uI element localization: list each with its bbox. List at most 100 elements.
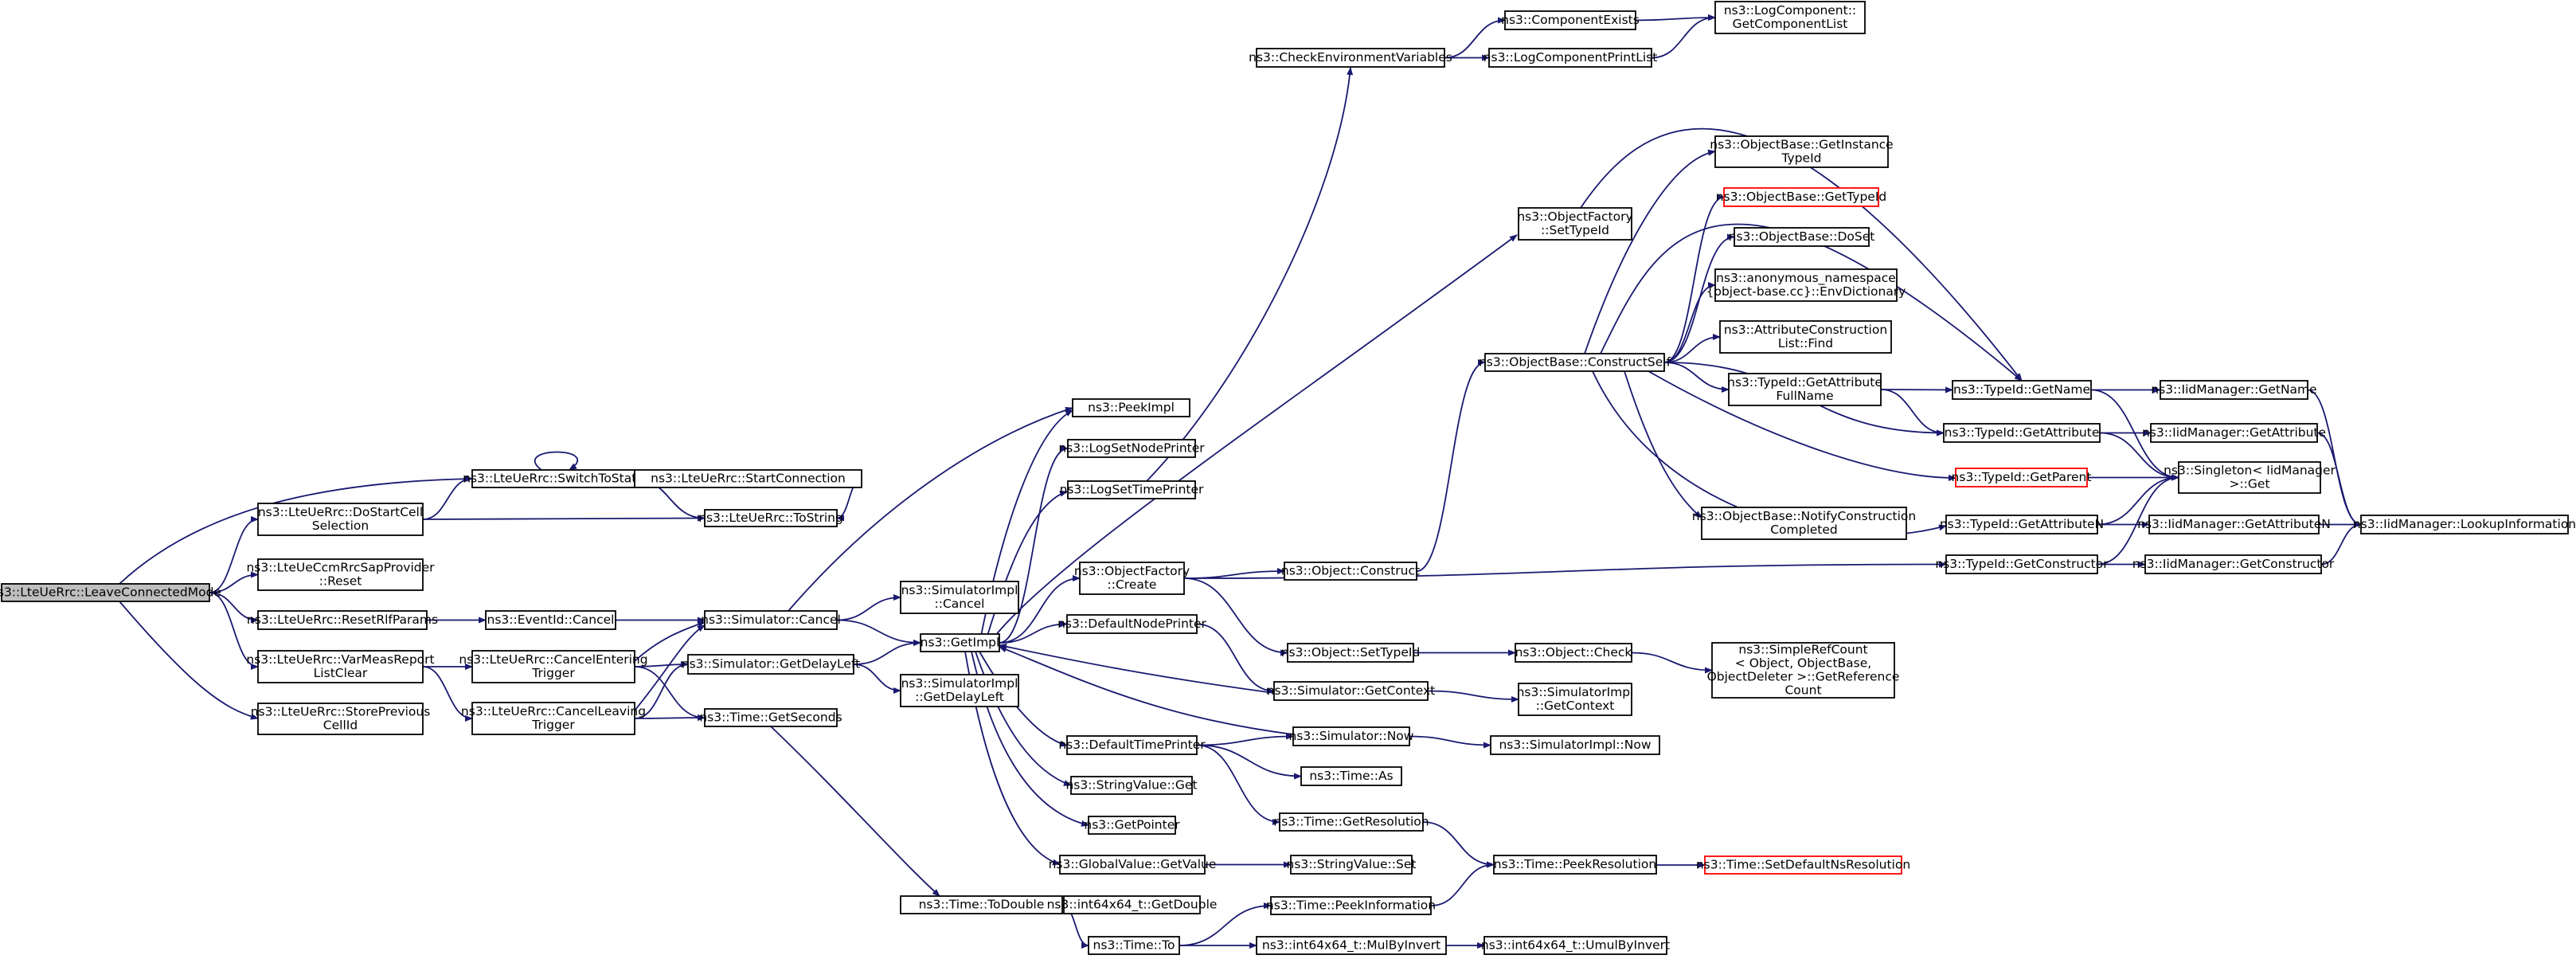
graph-node-ns3-objectfactory-create[interactable]: ns3::ObjectFactory::Create <box>1074 562 1190 595</box>
graph-node-ns3-object-settypeid[interactable]: ns3::Object::SetTypeId <box>1281 643 1421 663</box>
call-edge <box>1427 690 1519 703</box>
graph-node-ns3-iidmanager-getattributen[interactable]: ns3::IidManager::GetAttributeN <box>2137 515 2331 534</box>
graph-node-ns3-time-to[interactable]: ns3::Time::To <box>1088 936 1180 955</box>
graph-node-ns3-lteuerrc-resetrlfparams[interactable]: ns3::LteUeRrc::ResetRlfParams <box>247 610 438 630</box>
graph-node-ns3-simulator-now[interactable]: ns3::Simulator::Now <box>1289 726 1414 746</box>
graph-node-ns3-typeid-getname[interactable]: ns3::TypeId::GetName <box>1952 380 2092 400</box>
graph-node-ns3-objectbase-notifyconstruction-completed[interactable]: ns3::ObjectBase::NotifyConstructionCompl… <box>1692 507 1916 540</box>
graph-node-ns3-typeid-getconstructor[interactable]: ns3::TypeId::GetConstructor <box>1935 554 2109 574</box>
graph-node-ns3-globalvalue-getvalue[interactable]: ns3::GlobalValue::GetValue <box>1049 855 1217 875</box>
graph-node-ns3-int64x64-t-getdouble[interactable]: ns3::int64x64_t::GetDouble <box>1047 895 1218 914</box>
graph-node-ns3-simulatorimpl-now[interactable]: ns3::SimulatorImpl::Now <box>1490 735 1660 755</box>
node-label: ns3::TypeId::GetParent <box>1952 470 2092 484</box>
graph-node-ns3-stringvalue-set[interactable]: ns3::StringValue::Set <box>1287 855 1417 875</box>
graph-node-ns3-simplerefcount-object-objectbase-objectdeleter-getreference-count[interactable]: ns3::SimpleRefCount< Object, ObjectBase,… <box>1707 642 1900 699</box>
node-label: ns3::SimulatorImpl::Now <box>1499 738 1651 752</box>
graph-node-ns3-objectbase-doset[interactable]: ns3::ObjectBase::DoSet <box>1729 227 1875 247</box>
graph-node-ns3-iidmanager-lookupinformation[interactable]: ns3::IidManager::LookupInformation <box>2353 515 2576 534</box>
node-label: ns3::TypeId::GetAttributeN <box>1940 517 2104 531</box>
graph-node-ns3-object-construct[interactable]: ns3::Object::Construct <box>1281 562 1420 581</box>
graph-node-ns3-iidmanager-getconstructor[interactable]: ns3::IidManager::GetConstructor <box>2132 554 2335 574</box>
graph-node-ns3-logcomponent-getcomponentlist[interactable]: ns3::LogComponent::GetComponentList <box>1714 1 1866 34</box>
graph-node-ns3-time-setdefaultnsresolution[interactable]: ns3::Time::SetDefaultNsResolution <box>1696 855 1910 875</box>
node-label: ns3::TypeId::GetAttribute <box>1945 425 2100 440</box>
node-box <box>1 583 210 602</box>
node-label: < Object, ObjectBase, <box>1735 656 1871 671</box>
call-edge <box>1880 389 1945 436</box>
graph-node-ns3-objectbase-gettypeid[interactable]: ns3::ObjectBase::GetTypeId <box>1716 187 1887 207</box>
graph-node-ns3-int64x64-t-umulbyinvert[interactable]: ns3::int64x64_t::UmulByInvert <box>1481 936 1670 955</box>
call-edge <box>2316 432 2362 528</box>
graph-node-ns3-lteuerrc-leaveconnectedmode[interactable]: ns3::LteUeRrc::LeaveConnectedMode <box>0 583 221 602</box>
graph-node-ns3-time-as[interactable]: ns3::Time::As <box>1300 766 1402 786</box>
graph-node-ns3-object-check[interactable]: ns3::Object::Check <box>1515 643 1632 663</box>
graph-node-ns3-simulator-getcontext[interactable]: ns3::Simulator::GetContext <box>1267 681 1436 701</box>
graph-node-ns3-logsetnodeprinter[interactable]: ns3::LogSetNodePrinter <box>1058 439 1205 458</box>
graph-node-ns3-eventid-cancel[interactable]: ns3::EventId::Cancel <box>485 610 616 630</box>
node-box <box>2148 515 2320 534</box>
graph-node-ns3-lteueccmrrcsapprovider-reset[interactable]: ns3::LteUeCcmRrcSapProvider::Reset <box>246 558 435 591</box>
graph-node-ns3-simulatorimpl-cancel[interactable]: ns3::SimulatorImpl::Cancel <box>900 581 1019 614</box>
graph-node-ns3-logcomponentprintlist[interactable]: ns3::LogComponentPrintList <box>1483 48 1658 68</box>
node-box <box>1070 776 1193 795</box>
graph-node-ns3-anonymous-namespace-object-base-cc-envdictionary[interactable]: ns3::anonymous_namespace{object-base.cc}… <box>1706 268 1906 302</box>
graph-node-ns3-lteuerrc-startconnection[interactable]: ns3::LteUeRrc::StartConnection <box>634 469 862 488</box>
graph-node-ns3-defaulttimeprinter[interactable]: ns3::DefaultTimePrinter <box>1058 735 1206 755</box>
graph-node-ns3-checkenvironmentvariables[interactable]: ns3::CheckEnvironmentVariables <box>1249 48 1452 68</box>
graph-node-ns3-time-peekresolution[interactable]: ns3::Time::PeekResolution <box>1493 855 1657 875</box>
graph-node-ns3-typeid-getattributen[interactable]: ns3::TypeId::GetAttributeN <box>1940 515 2104 534</box>
graph-node-ns3-time-peekinformation[interactable]: ns3::Time::PeekInformation <box>1266 896 1436 915</box>
call-edge <box>2097 474 2179 526</box>
node-label: ns3::AttributeConstruction <box>1724 323 1887 337</box>
graph-node-ns3-typeid-getparent[interactable]: ns3::TypeId::GetParent <box>1952 468 2092 487</box>
graph-node-ns3-getimpl[interactable]: ns3::GetImpl <box>920 633 1000 652</box>
graph-node-ns3-int64x64-t-mulbyinvert[interactable]: ns3::int64x64_t::MulByInvert <box>1256 936 1447 955</box>
graph-node-ns3-simulatorimpl-getdelayleft[interactable]: ns3::SimulatorImpl::GetDelayLeft <box>900 674 1019 707</box>
node-label: >::Get <box>2229 477 2269 491</box>
node-label: ::GetContext <box>1536 699 1615 713</box>
graph-node-ns3-objectfactory-settypeid[interactable]: ns3::ObjectFactory::SetTypeId <box>1517 207 1633 241</box>
node-box <box>1701 507 1907 540</box>
node-box <box>704 509 838 527</box>
node-label: ns3::TypeId::GetConstructor <box>1935 557 2109 571</box>
call-edge <box>975 651 1072 786</box>
node-box <box>1515 643 1632 663</box>
graph-node-ns3-time-getseconds[interactable]: ns3::Time::GetSeconds <box>699 708 842 727</box>
graph-node-ns3-defaultnodeprinter[interactable]: ns3::DefaultNodePrinter <box>1057 614 1207 634</box>
call-edge <box>1196 733 1294 746</box>
graph-node-ns3-typeid-getattribute[interactable]: ns3::TypeId::GetAttribute <box>1943 423 2101 443</box>
graph-node-ns3-simulatorimpl-getcontext[interactable]: ns3::SimulatorImpl::GetContext <box>1517 683 1634 716</box>
node-label: ns3::StringValue::Get <box>1065 778 1197 793</box>
graph-node-ns3-time-todouble[interactable]: ns3::Time::ToDouble <box>900 895 1063 914</box>
graph-node-ns3-iidmanager-getname[interactable]: ns3::IidManager::GetName <box>2151 380 2317 400</box>
graph-node-ns3-time-getresolution[interactable]: ns3::Time::GetResolution <box>1273 812 1429 832</box>
node-box <box>1066 735 1198 755</box>
node-label: ns3::EventId::Cancel <box>487 613 615 627</box>
graph-node-ns3-objectbase-constructself[interactable]: ns3::ObjectBase::ConstructSelf <box>1479 353 1671 372</box>
graph-node-ns3-logsettimeprinter[interactable]: ns3::LogSetTimePrinter <box>1060 480 1204 499</box>
node-box <box>1704 855 1902 875</box>
node-box <box>1484 353 1665 372</box>
node-label: ns3::TypeId::GetName <box>1953 382 2090 397</box>
graph-node-ns3-simulator-cancel[interactable]: ns3::Simulator::Cancel <box>701 610 841 630</box>
graph-node-ns3-peekimpl[interactable]: ns3::PeekImpl <box>1072 398 1190 417</box>
node-box <box>1518 207 1632 241</box>
graph-node-ns3-stringvalue-get[interactable]: ns3::StringValue::Get <box>1065 776 1198 795</box>
graph-node-ns3-componentexists[interactable]: ns3::ComponentExists <box>1501 10 1640 30</box>
node-label: ns3::int64x64_t::UmulByInvert <box>1481 938 1670 953</box>
graph-node-ns3-getpointer[interactable]: ns3::GetPointer <box>1084 816 1180 835</box>
graph-node-ns3-simulator-getdelayleft[interactable]: ns3::Simulator::GetDelayLeft <box>682 654 860 675</box>
graph-node-ns3-singleton-iidmanager-get[interactable]: ns3::Singleton< IidManager>::Get <box>2164 461 2336 494</box>
graph-node-ns3-lteuerrc-tostring[interactable]: ns3::LteUeRrc::ToString <box>698 509 843 527</box>
graph-node-ns3-lteuerrc-switchtostate[interactable]: ns3::LteUeRrc::SwitchToState <box>463 469 644 488</box>
node-box <box>1719 320 1892 354</box>
graph-node-ns3-iidmanager-getattribute[interactable]: ns3::IidManager::GetAttribute <box>2142 423 2326 443</box>
